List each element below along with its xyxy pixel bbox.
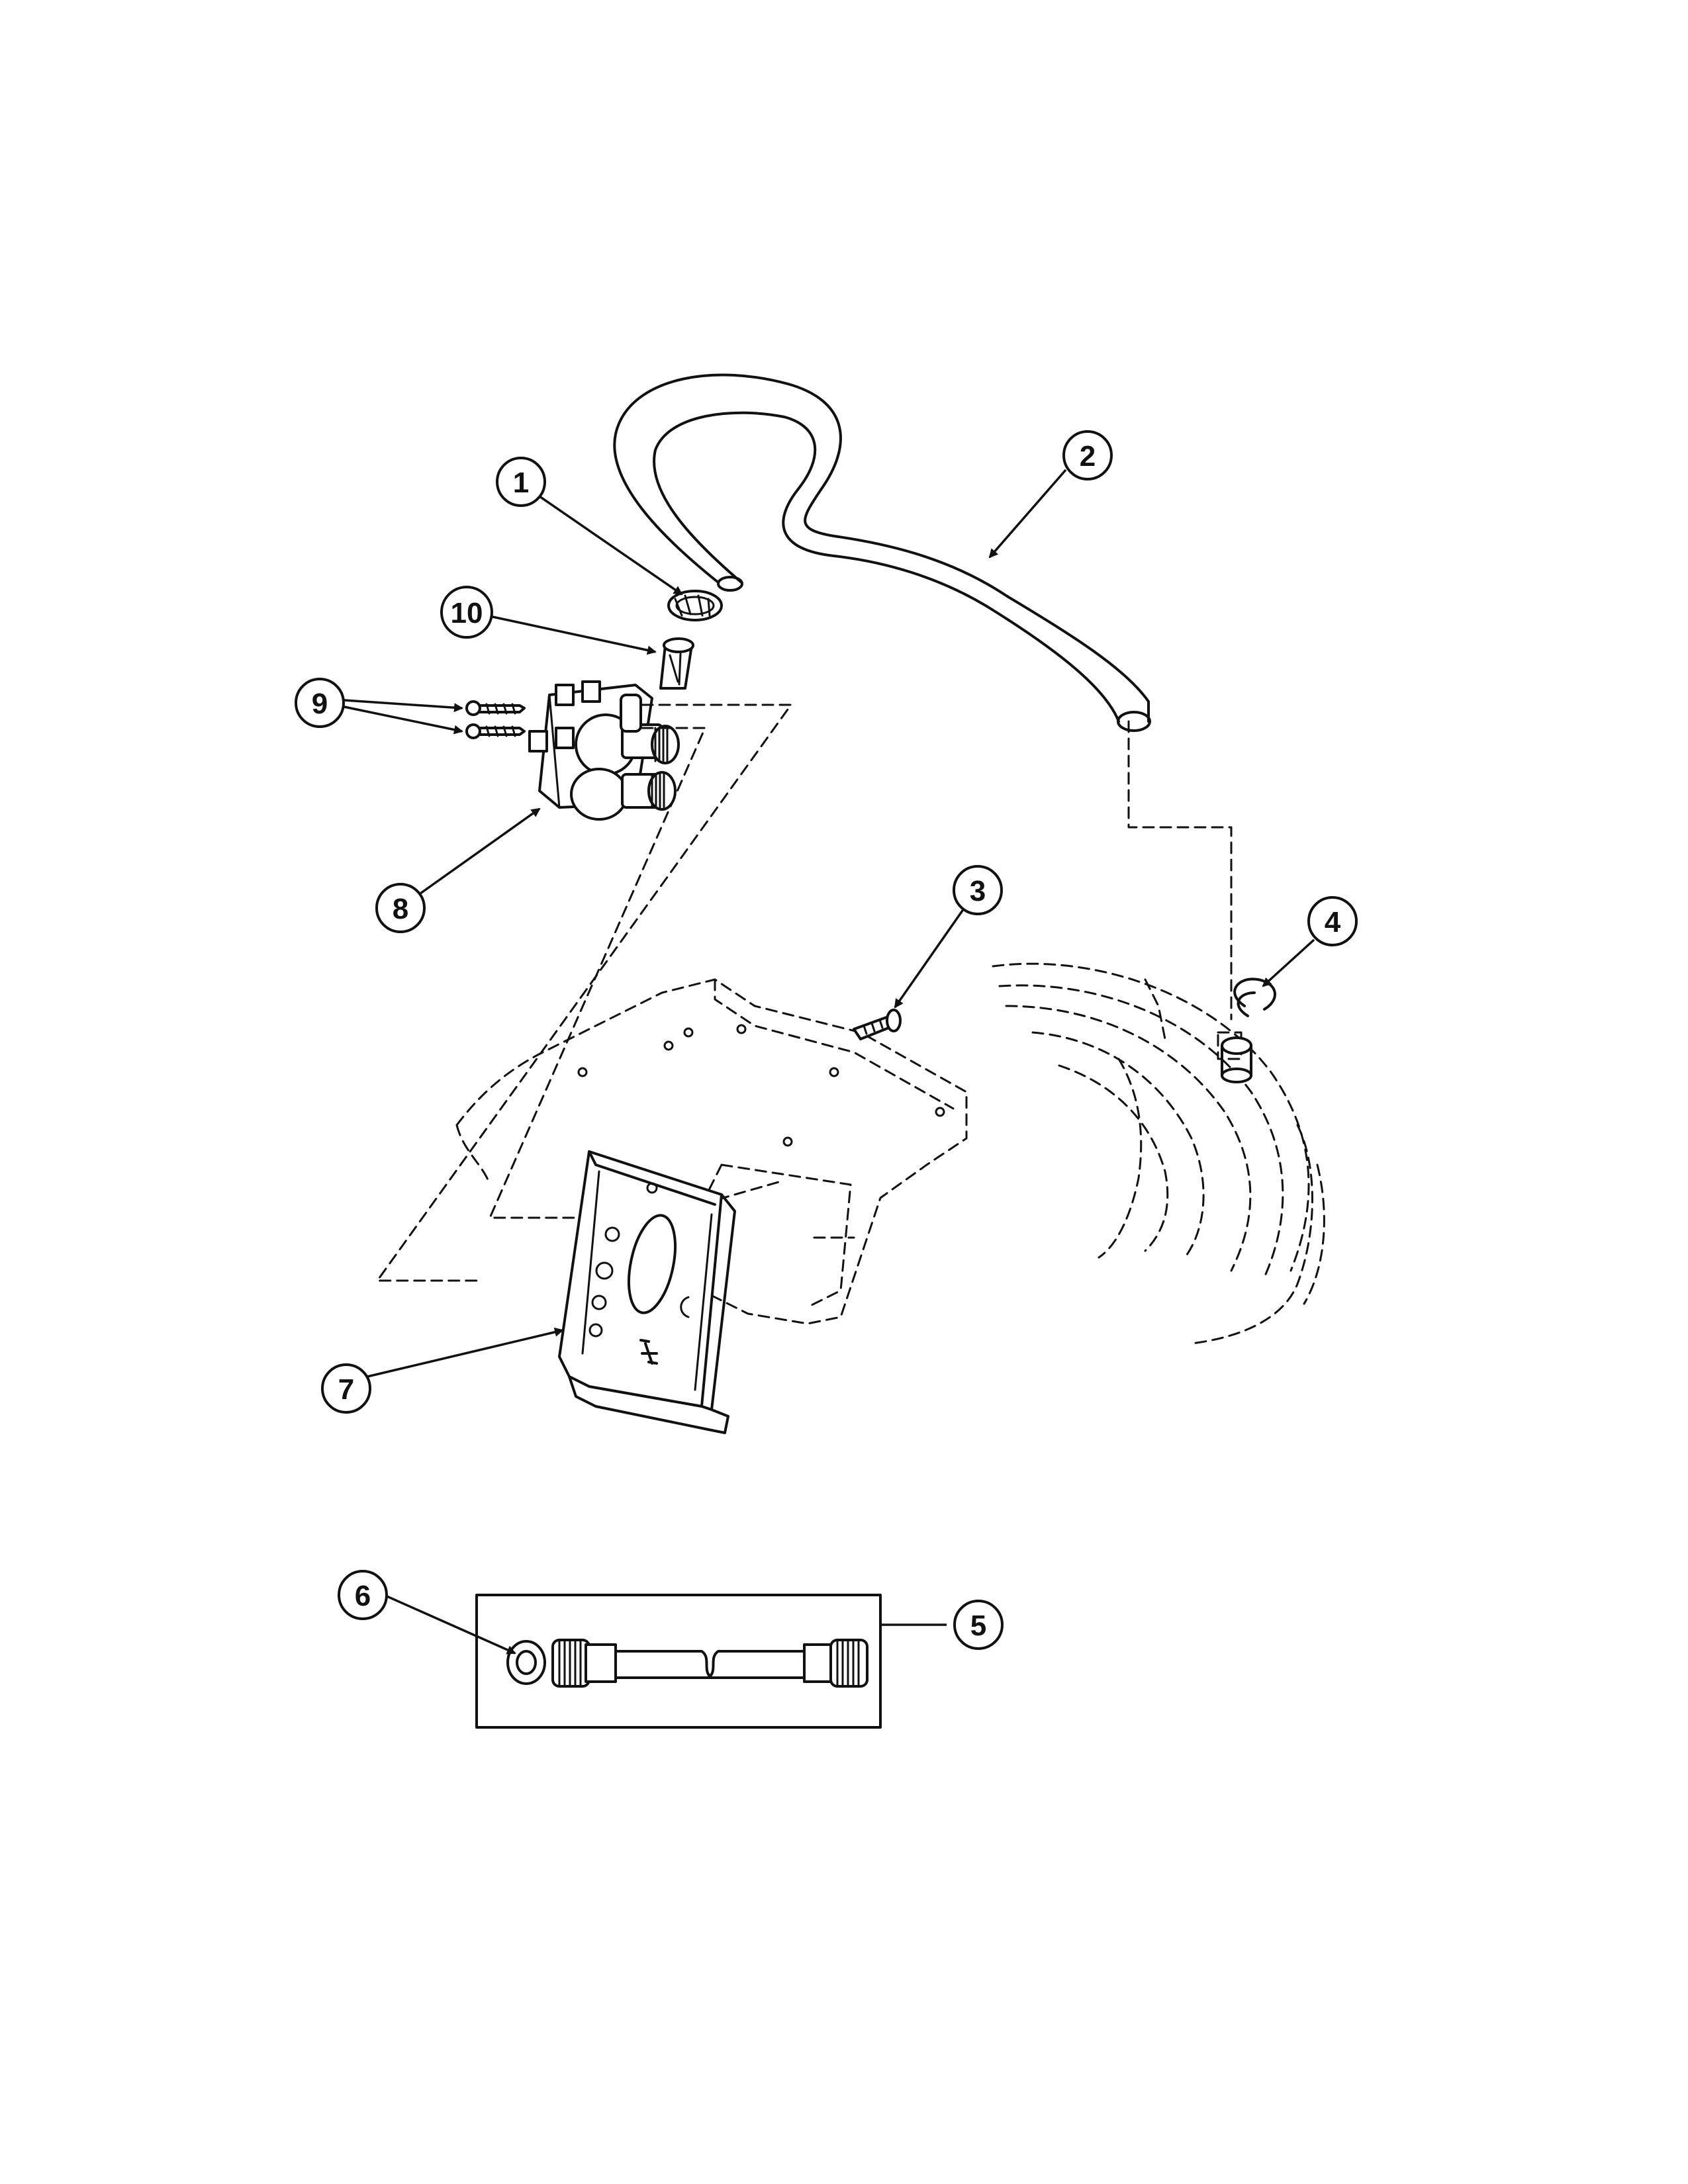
fill-hose [613, 373, 1151, 732]
callout-3: 3 [953, 865, 1003, 915]
filter-screen-10 [659, 637, 694, 690]
bolt-holes [577, 1024, 945, 1147]
svg-text:2: 2 [1080, 440, 1096, 473]
inlet-hose-5 [551, 1639, 868, 1688]
svg-text:10: 10 [451, 597, 483, 629]
callout-6: 6 [338, 1570, 388, 1620]
callout-9: 9 [295, 678, 345, 728]
callout-1: 1 [496, 457, 546, 507]
screws-9 [465, 700, 526, 739]
leader-lines [344, 469, 1315, 1655]
svg-text:7: 7 [338, 1373, 354, 1406]
svg-text:3: 3 [970, 875, 986, 907]
phantom-outlines [376, 704, 1325, 1345]
svg-text:4: 4 [1325, 906, 1341, 938]
inlet-hose-kit-box [475, 1594, 882, 1729]
svg-text:9: 9 [312, 688, 328, 720]
svg-text:6: 6 [355, 1580, 371, 1612]
callout-8: 8 [375, 883, 426, 933]
hose-clamp-1 [667, 590, 723, 621]
small-clamp-4 [1233, 978, 1276, 1017]
callout-2: 2 [1062, 430, 1113, 480]
callout-4: 4 [1307, 896, 1358, 946]
svg-text:1: 1 [513, 467, 529, 499]
callout-5: 5 [953, 1600, 1004, 1650]
screw-3 [853, 1009, 902, 1040]
callout-7: 7 [321, 1363, 371, 1414]
svg-text:5: 5 [970, 1610, 986, 1642]
mounting-bracket-7 [558, 1150, 736, 1434]
hose-fitting [1221, 1036, 1252, 1083]
callout-10: 10 [440, 586, 493, 639]
washer-6 [506, 1640, 546, 1685]
water-valve-8 [528, 680, 680, 821]
svg-text:8: 8 [393, 893, 408, 925]
